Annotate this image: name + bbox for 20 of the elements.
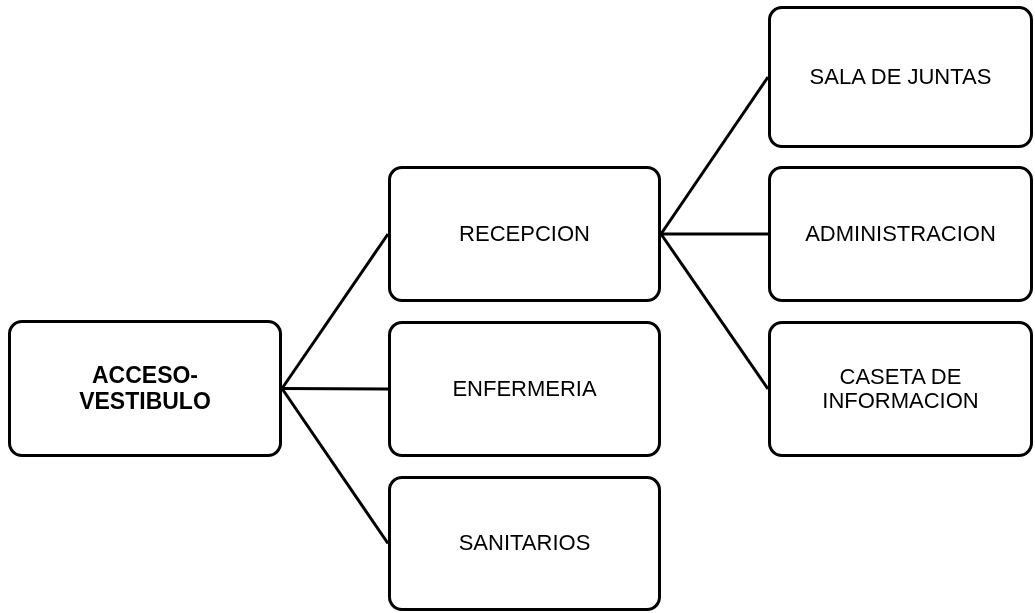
box-label: ADMINISTRACION [805, 221, 996, 247]
process-box [388, 321, 661, 457]
process-box [388, 476, 661, 611]
process-box [768, 166, 1033, 302]
box-label: SALA DE JUNTAS [809, 64, 992, 90]
process-box [388, 166, 661, 302]
connector-line [659, 76, 770, 235]
process-box [768, 321, 1033, 457]
box-label: RECEPCION [459, 221, 590, 247]
connector-line [280, 233, 390, 390]
box-label: SANITARIOS [458, 531, 591, 556]
connector-line [282, 387, 388, 391]
box-label: ENFERMERIA [452, 376, 597, 402]
process-box [8, 320, 282, 457]
connector-line [659, 233, 770, 390]
connector-line [280, 387, 390, 545]
box-label: CASETA DE INFORMACION [821, 364, 980, 414]
box-label: ACCESO-VESTIBULO [78, 363, 212, 414]
process-box [768, 6, 1033, 148]
connector-line [661, 232, 768, 236]
